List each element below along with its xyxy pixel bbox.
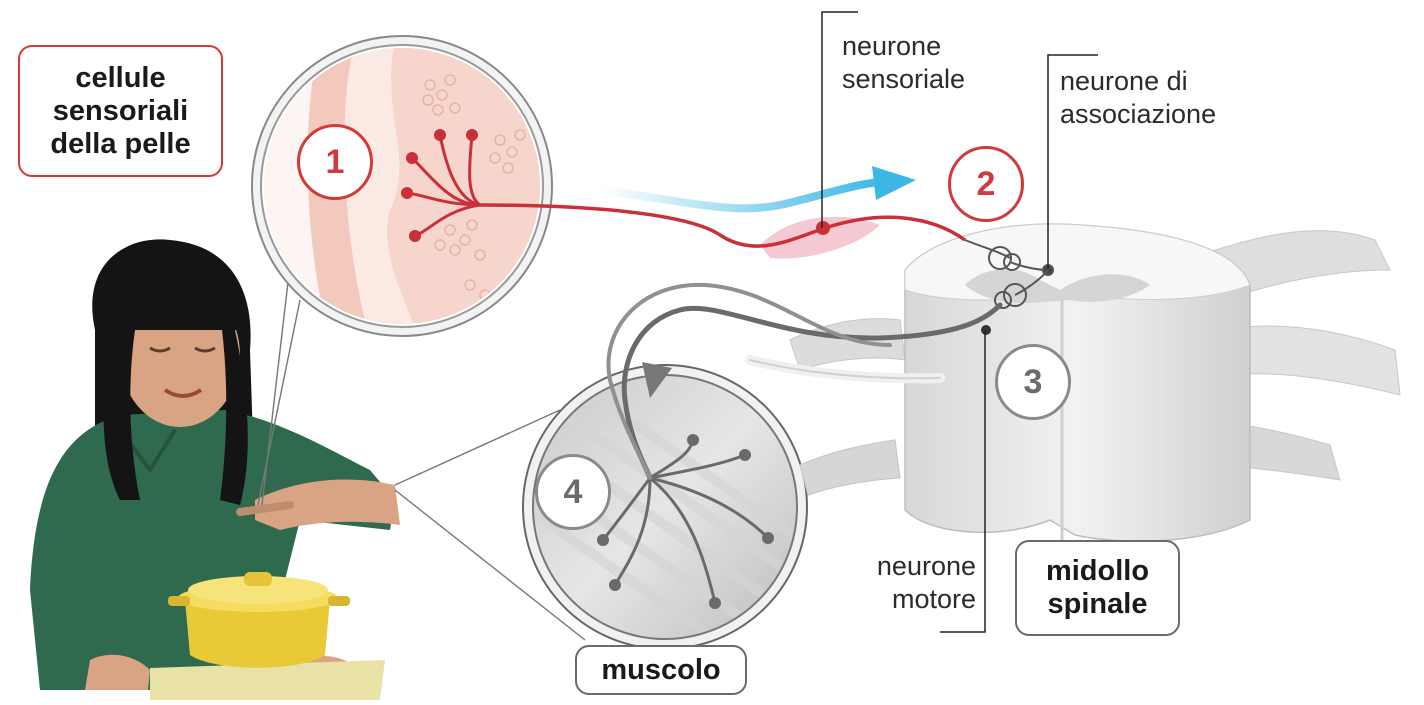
spinal-cord-line-2: spinale [1046, 588, 1149, 621]
muscle-text: muscolo [601, 654, 720, 687]
skin-magnifier [252, 36, 560, 340]
step-4-badge: 4 [535, 454, 611, 530]
association-neuron-line-2: associazione [1060, 98, 1216, 131]
spinal-cord-line-1: midollo [1046, 555, 1149, 588]
sensory-neuron-line-1: neurone [842, 30, 965, 63]
motor-neuron-label: neurone motore [848, 550, 976, 616]
skin-cells-label: cellule sensoriali della pelle [18, 45, 223, 177]
spinal-cord-label: midollo spinale [1015, 540, 1180, 636]
step-3-badge: 3 [995, 344, 1071, 420]
association-neuron-label: neurone di associazione [1060, 65, 1216, 131]
skin-cells-line-1: cellule [50, 62, 190, 95]
sensory-neuron-line-2: sensoriale [842, 63, 965, 96]
sensory-neuron-label: neurone sensoriale [842, 30, 965, 96]
motor-neuron-line-1: neurone [848, 550, 976, 583]
step-3-number: 3 [1024, 363, 1043, 402]
association-neuron-line-1: neurone di [1060, 65, 1216, 98]
step-1-number: 1 [326, 143, 345, 182]
step-2-badge: 2 [948, 146, 1024, 222]
skin-cells-line-3: della pelle [50, 128, 190, 161]
skin-cells-line-2: sensoriali [50, 95, 190, 128]
spinal-cord-icon [790, 224, 1400, 541]
step-1-badge: 1 [297, 124, 373, 200]
step-4-number: 4 [564, 473, 583, 512]
signal-arrow [600, 166, 916, 208]
muscle-label: muscolo [575, 645, 747, 695]
step-2-number: 2 [977, 165, 996, 204]
sensory-neuron-path [480, 205, 965, 259]
motor-neuron-line-2: motore [848, 583, 976, 616]
